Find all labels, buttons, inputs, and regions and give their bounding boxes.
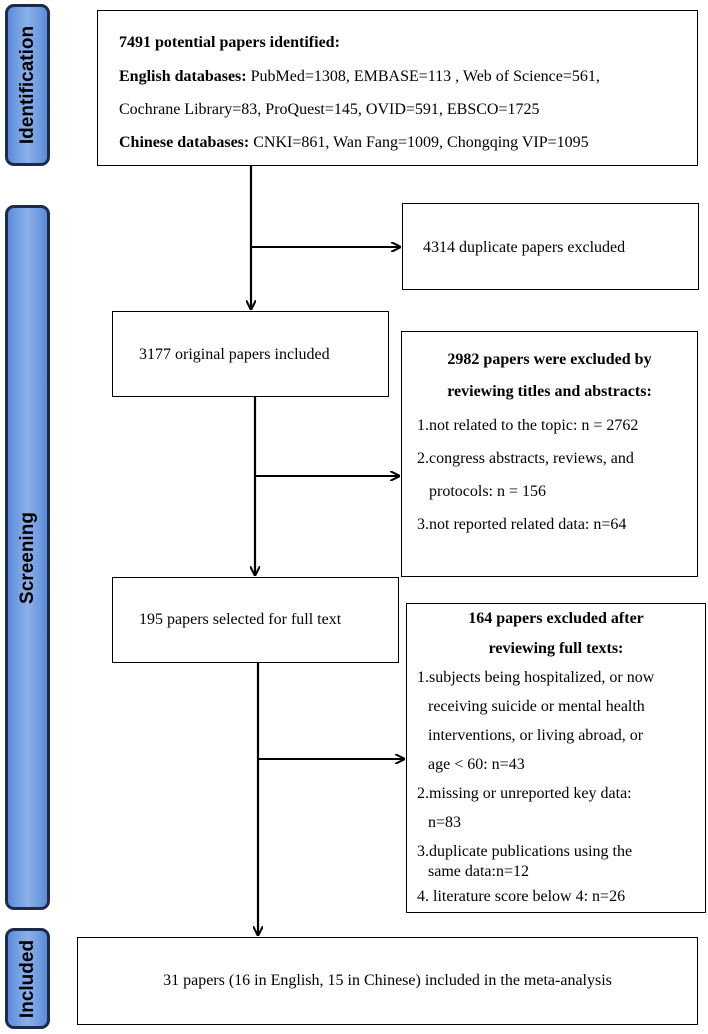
fte-item2-line2: n=83: [428, 814, 462, 831]
fte-item3-line1: 3.duplicate publications using the: [417, 843, 633, 860]
original-box: 3177 original papers included: [112, 311, 389, 397]
tae-item3: 3.not reported related data: n=64: [417, 516, 627, 533]
fte-item4: 4. literature score below 4: n=26: [417, 888, 626, 905]
fte-item2-line1: 2.missing or unreported key data:: [417, 785, 632, 802]
fte-item1-line4: age < 60: n=43: [428, 756, 525, 773]
tae-item2-line1: 2.congress abstracts, reviews, and: [417, 450, 634, 467]
phase-screening: Screening: [5, 205, 50, 910]
final-box: 31 papers (16 in English, 15 in Chinese)…: [77, 937, 698, 1025]
identified-box: 7491 potential papers identified: Englis…: [97, 10, 698, 166]
fulltext-text: 195 papers selected for full text: [139, 611, 342, 628]
fulltext-box: 195 papers selected for full text: [112, 577, 399, 663]
tae-item2-line2: protocols: n = 156: [429, 483, 547, 500]
english-databases-line2: Cochrane Library=83, ProQuest=145, OVID=…: [119, 101, 540, 118]
fte-title-line2: reviewing full texts:: [488, 640, 624, 657]
chinese-databases-line: Chinese databases: CNKI=861, Wan Fang=10…: [119, 133, 589, 153]
tae-title-line1: 2982 papers were excluded by: [447, 351, 652, 368]
fulltext-exclusion-box: 164 papers excluded after reviewing full…: [406, 603, 706, 913]
phase-included: Included: [5, 928, 50, 1029]
english-label: English databases:: [119, 68, 247, 85]
tae-item1: 1.not related to the topic: n = 2762: [417, 417, 639, 434]
final-text: 31 papers (16 in English, 15 in Chinese)…: [163, 972, 612, 989]
original-text: 3177 original papers included: [139, 346, 330, 363]
phase-identification: Identification: [5, 4, 50, 166]
fte-item1-line1: 1.subjects being hospitalized, or now: [417, 669, 655, 686]
chinese-values: CNKI=861, Wan Fang=1009, Chongqing VIP=1…: [249, 134, 589, 151]
fte-item1-line3: interventions, or living abroad, or: [428, 727, 644, 744]
duplicates-box: 4314 duplicate papers excluded: [402, 203, 699, 290]
fte-title-line1: 164 papers excluded after: [468, 610, 644, 627]
fte-item3-line2: same data:n=12: [428, 863, 529, 880]
duplicates-text: 4314 duplicate papers excluded: [423, 239, 626, 256]
fte-item1-line2: receiving suicide or mental health: [428, 698, 645, 715]
title-abstract-exclusion-box: 2982 papers were excluded by reviewing t…: [401, 331, 698, 577]
tae-title-line2: reviewing titles and abstracts:: [447, 383, 652, 400]
identified-title: 7491 potential papers identified:: [119, 34, 340, 51]
english-databases-line1: English databases: PubMed=1308, EMBASE=1…: [119, 67, 600, 87]
chinese-label: Chinese databases:: [119, 134, 250, 151]
english-values-1: PubMed=1308, EMBASE=113 , Web of Science…: [246, 68, 600, 85]
